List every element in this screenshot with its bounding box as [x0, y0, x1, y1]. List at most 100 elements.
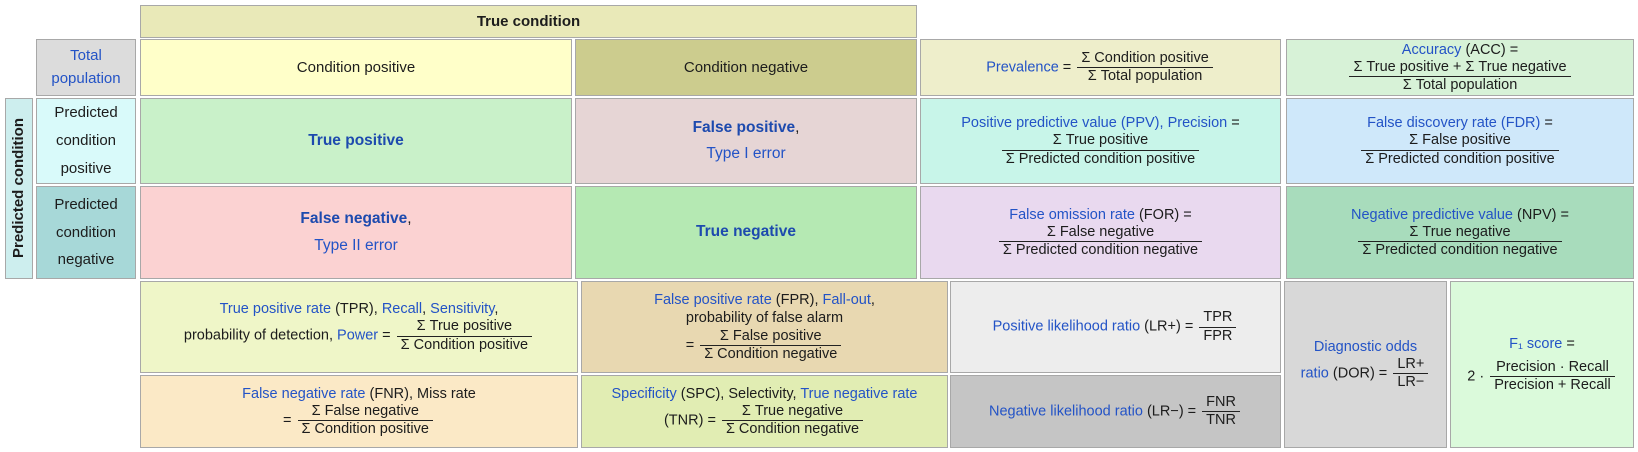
fall-out-link[interactable]: Fall-out [822, 292, 871, 309]
npv-cell: Negative predictive value (NPV) = Σ True… [1286, 186, 1634, 279]
npv-acronym: (NPV) = [1513, 206, 1569, 223]
denominator: Σ Predicted condition positive [1365, 150, 1555, 167]
npv-title-line: Negative predictive value (NPV) = [1351, 206, 1569, 224]
type-1-error-link[interactable]: Type I error [706, 145, 786, 162]
total-population-link[interactable]: Total population [51, 47, 121, 87]
tpr-formula-line: probability of detection, Power = Σ True… [184, 318, 534, 353]
accuracy-acronym: (ACC) = [1461, 41, 1519, 58]
false-positive-cell: False positive, Type I error [575, 98, 917, 184]
numerator: Precision · Recall [1490, 359, 1615, 378]
accuracy-link[interactable]: Accuracy [1401, 41, 1462, 58]
equals-sign: = [1058, 59, 1076, 76]
denominator: Σ Condition positive [400, 336, 529, 353]
denominator: Σ Total population [1087, 68, 1203, 84]
true-negative-link[interactable]: True negative [696, 223, 796, 241]
true-condition-label: True condition [476, 12, 581, 30]
false-negative-cell: False negative, Type II error [140, 186, 572, 279]
sensitivity-link[interactable]: Sensitivity [430, 301, 495, 318]
ppv-title-line: Positive predictive value (PPV), Precisi… [961, 114, 1239, 132]
denominator: Precision + Recall [1494, 377, 1611, 394]
fpr-plain-line: probability of false alarm [686, 309, 843, 327]
equals-sign: = [1227, 115, 1240, 132]
dor-formula-line: ratio (DOR) = LR+LR− [1301, 356, 1431, 391]
type-2-error-link[interactable]: Type II error [314, 236, 398, 254]
predicted-negative-cell: Predicted condition negative [36, 186, 136, 279]
true-positive-link[interactable]: True positive [308, 131, 404, 149]
spc-acronym: (SPC), Selectivity, [676, 385, 801, 402]
dor-fraction: LR+LR− [1393, 356, 1429, 391]
numerator: Σ True positive [396, 318, 533, 337]
equals-sign: = [1562, 335, 1575, 352]
condition-negative-cell: Condition negative [575, 39, 917, 96]
false-positive-link[interactable]: False positive [692, 118, 796, 136]
tpr-link[interactable]: True positive rate [219, 301, 332, 318]
nlr-link[interactable]: Negative likelihood ratio [989, 403, 1143, 420]
for-title-line: False omission rate (FOR) = [1009, 206, 1192, 224]
fpr-link[interactable]: False positive rate [654, 292, 772, 309]
dor-title-line: Diagnostic odds [1314, 338, 1417, 356]
tnr-link[interactable]: True negative rate [800, 385, 918, 402]
nlr-acronym: (LR−) = [1142, 403, 1201, 420]
comma: , [407, 210, 412, 228]
ppv-link[interactable]: Positive predictive value (PPV), [961, 115, 1168, 132]
equals-sign: = [378, 327, 395, 344]
for-acronym: (FOR) = [1134, 206, 1192, 223]
predicted-negative-label: Predicted condition negative [54, 195, 118, 269]
condition-negative-label: Condition negative [683, 58, 809, 76]
tpr-acronym: (TPR), [331, 301, 382, 318]
accuracy-title-line: Accuracy (ACC) = [1402, 41, 1518, 59]
fnr-link[interactable]: False negative rate [242, 385, 366, 402]
power-link[interactable]: Power [337, 327, 379, 344]
denominator: Σ Predicted condition negative [1002, 242, 1199, 259]
comma: , [795, 118, 800, 136]
specificity-link[interactable]: Specificity [611, 385, 677, 402]
recall-link[interactable]: Recall [381, 301, 423, 318]
predicted-positive-label: Predicted condition positive [54, 104, 118, 177]
true-positive-cell: True positive [140, 98, 572, 184]
denominator: FPR [1203, 327, 1233, 344]
numerator: Σ Condition positive [1077, 50, 1213, 68]
f1-score-link[interactable]: F₁ score [1509, 335, 1563, 352]
denominator: Σ Condition negative [704, 345, 838, 362]
accuracy-cell: Accuracy (ACC) = Σ True positive + Σ Tru… [1286, 39, 1634, 96]
plr-acronym: (LR+) = [1140, 318, 1198, 335]
for-link[interactable]: False omission rate [1009, 206, 1135, 223]
true-negative-cell: True negative [575, 186, 917, 279]
total-population-cell: Total population [36, 39, 136, 96]
dor-link-part1[interactable]: Diagnostic odds [1313, 338, 1418, 355]
dor-link-part2[interactable]: ratio [1300, 365, 1329, 382]
precision-link[interactable]: Precision [1167, 115, 1228, 132]
numerator: Σ False negative [998, 224, 1203, 243]
specificity-cell: Specificity (SPC), Selectivity, True neg… [581, 375, 948, 448]
numerator: Σ True negative [1358, 224, 1562, 243]
prevalence-link[interactable]: Prevalence [986, 59, 1059, 76]
fdr-cell: False discovery rate (FDR) = Σ False pos… [1286, 98, 1634, 184]
comma: , [494, 301, 499, 318]
plr-link[interactable]: Positive likelihood ratio [992, 318, 1141, 335]
numerator: LR+ [1393, 356, 1429, 375]
equals-sign: = [283, 412, 296, 429]
false-negative-line: False negative, [300, 209, 411, 229]
denominator: Σ Predicted condition negative [1362, 242, 1558, 259]
comma: , [422, 301, 431, 318]
false-negative-link[interactable]: False negative [300, 210, 408, 228]
fdr-link[interactable]: False discovery rate (FDR) [1367, 115, 1541, 132]
numerator: Σ False positive [700, 328, 842, 346]
predicted-condition-header: Predicted condition [5, 98, 33, 279]
npv-link[interactable]: Negative predictive value [1350, 206, 1513, 223]
